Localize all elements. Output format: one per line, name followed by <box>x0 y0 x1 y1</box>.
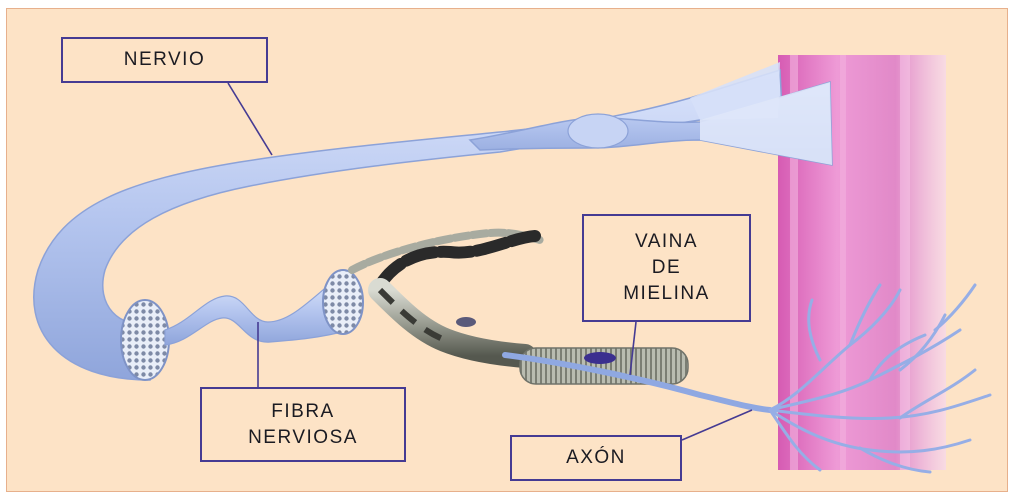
label-vaina-de-mielina: VAINA DE MIELINA <box>582 214 751 322</box>
label-nervio: NERVIO <box>61 37 268 83</box>
label-fibra-nerviosa: FIBRA NERVIOSA <box>200 387 406 462</box>
label-axon: AXÓN <box>510 435 682 481</box>
nerve-fiber <box>165 270 363 345</box>
